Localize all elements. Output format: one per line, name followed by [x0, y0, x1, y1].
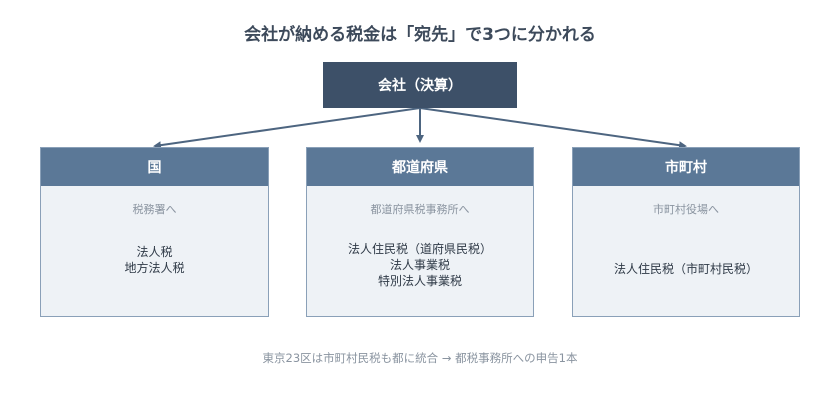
card-tax-list: 法人税 地方法人税: [41, 244, 268, 276]
footnote: 東京23区は市町村民税も都に統合 → 都税事務所への申告1本: [262, 351, 578, 365]
root-label: 会社（決算）: [378, 78, 462, 94]
root-node-company: 会社（決算）: [323, 62, 517, 108]
arrow-to-national: [153, 107, 421, 150]
card-tax-list: 法人住民税（道府県民税） 法人事業税 特別法人事業税: [307, 241, 533, 289]
diagram-title: 会社が納める税金は「宛先」で3つに分かれる: [244, 25, 596, 45]
tax-item: 地方法人税: [124, 261, 185, 275]
tax-item: 法人事業税: [389, 258, 450, 272]
card-tax-list: 法人住民税（市町村民税）: [573, 261, 799, 277]
tax-item: 法人住民税（道府県民税）: [347, 242, 492, 256]
card-national: 国 税務署へ 法人税 地方法人税: [40, 147, 269, 317]
tax-item: 法人税: [136, 245, 173, 259]
card-head: 国: [41, 148, 268, 186]
card-office: 市町村役場へ: [653, 203, 719, 216]
tax-item: 特別法人事業税: [377, 274, 462, 288]
card-head: 都道府県: [307, 148, 533, 186]
card-head: 市町村: [573, 148, 799, 186]
arrow-to-municipality: [419, 107, 687, 150]
card-municipality: 市町村 市町村役場へ 法人住民税（市町村民税）: [572, 147, 800, 317]
tax-item: 法人住民税（市町村民税）: [613, 262, 758, 276]
card-office: 税務署へ: [132, 203, 177, 216]
card-office: 都道府県税事務所へ: [370, 203, 470, 216]
card-prefecture: 都道府県 都道府県税事務所へ 法人住民税（道府県民税） 法人事業税 特別法人事業…: [306, 147, 534, 317]
